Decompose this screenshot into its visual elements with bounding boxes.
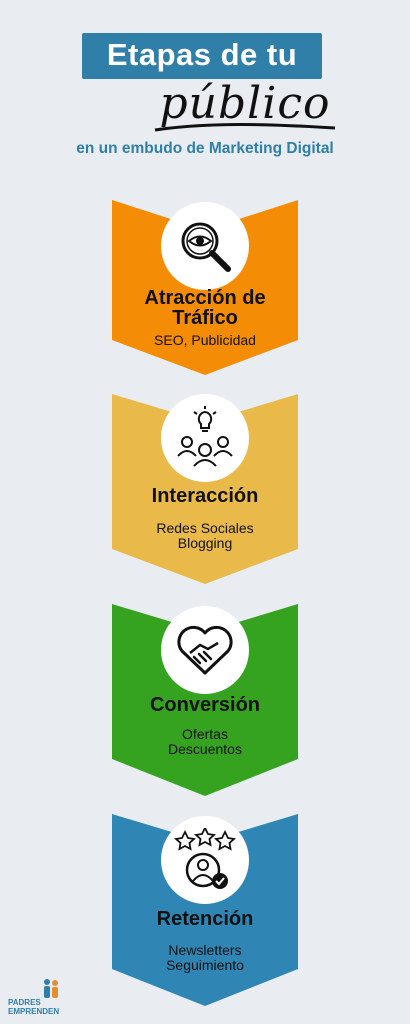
stage-description-line2: Descuentos <box>168 741 242 757</box>
stage-retention: Retención Newsletters Seguimiento <box>0 814 410 1014</box>
title-line2: público <box>159 78 331 129</box>
stage-description: SEO, Publicidad <box>154 332 256 348</box>
stage-description-line1: Redes Sociales <box>156 520 254 536</box>
star-user-check-icon <box>173 828 237 889</box>
stage-chevron <box>112 814 298 1006</box>
logo-text-line1: PADRES <box>8 998 41 1007</box>
stage-interaction: Interacción Redes Sociales Blogging <box>0 394 410 594</box>
stage-title-line2: Tráfico <box>172 307 238 329</box>
family-figure-icon <box>44 979 58 998</box>
subtitle: en un embudo de Marketing Digital <box>76 140 334 157</box>
icon-circle <box>161 816 249 904</box>
stage-description-line1: Newsletters <box>168 942 242 958</box>
icon-circle <box>161 202 249 290</box>
stage-chevron <box>112 394 298 584</box>
stage-description-line2: Blogging <box>177 535 233 551</box>
magnifier-eye-icon <box>181 222 231 272</box>
stage-title-line1: Atracción de <box>144 287 266 309</box>
stage-description-line2: Seguimiento <box>166 957 244 973</box>
title-banner: Etapas de tu <box>82 33 322 79</box>
logo-text-line2: EMPRENDEN <box>8 1007 60 1016</box>
brand-logo: PADRES EMPRENDEN <box>6 976 66 1020</box>
stage-conversion: Conversión Ofertas Descuentos <box>0 604 410 804</box>
lightbulb-people-icon <box>177 406 233 467</box>
handshake-heart-icon <box>177 625 233 675</box>
stage-title: Interacción <box>151 485 259 507</box>
title-line1: Etapas de tu <box>106 37 298 72</box>
stage-title: Conversión <box>149 694 261 716</box>
stage-description-line1: Ofertas <box>182 726 228 742</box>
icon-circle <box>161 606 249 694</box>
stage-chevron <box>112 604 298 796</box>
stage-title: Retención <box>156 908 254 930</box>
icon-circle <box>161 394 249 482</box>
stage-attraction: Atracción de Tráfico SEO, Publicidad <box>0 200 410 380</box>
underline-stroke <box>154 123 336 132</box>
